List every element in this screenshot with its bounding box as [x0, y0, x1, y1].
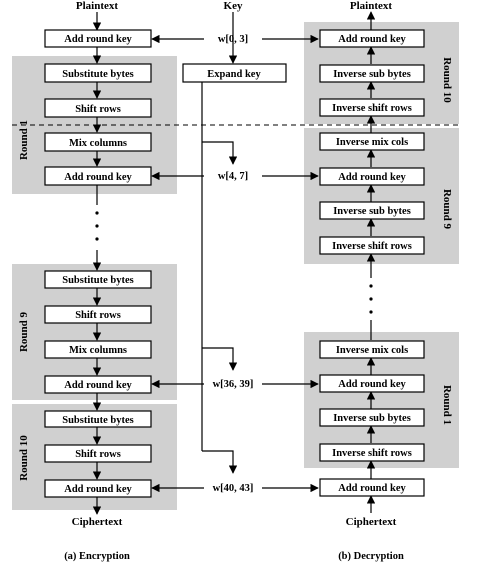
svg-text:Substitute bytes: Substitute bytes [62, 69, 133, 80]
svg-text:Mix columns: Mix columns [69, 138, 127, 149]
dec-r9-inverse-mix-cols-box: Inverse mix cols [319, 132, 425, 151]
key-label: Key [224, 0, 243, 12]
dec-plaintext-label: Plaintext [350, 0, 392, 12]
enc-round10-label: Round 10 [18, 435, 30, 481]
enc-r9-shift-rows-box: Shift rows [44, 305, 152, 324]
svg-text:Inverse shift rows: Inverse shift rows [332, 241, 412, 252]
svg-text:Add round key: Add round key [64, 172, 132, 183]
encryption-caption: (a) Encryption [64, 551, 130, 562]
key-word-label: w[36, 39] [213, 379, 254, 390]
enc-r10-add-round-key-box: Add round key [44, 479, 152, 498]
enc-r1-shift-rows-box: Shift rows [44, 98, 152, 118]
svg-text:Substitute bytes: Substitute bytes [62, 275, 133, 286]
svg-text:Add round key: Add round key [338, 379, 406, 390]
svg-text:Add round key: Add round key [338, 483, 406, 494]
svg-text:Mix columns: Mix columns [69, 345, 127, 356]
svg-text:Add round key: Add round key [64, 380, 132, 391]
svg-text:Shift rows: Shift rows [75, 449, 121, 460]
svg-text:Add round key: Add round key [338, 172, 406, 183]
dec-ciphertext-label: Ciphertext [346, 516, 397, 528]
enc-r10-shift-rows-box: Shift rows [44, 444, 152, 463]
svg-text:Add round key: Add round key [338, 34, 406, 45]
dec-r9-add-round-key-box: Add round key [319, 167, 425, 186]
key-word-label: w[40, 43] [213, 483, 254, 494]
decryption-column: Add round key Inverse sub bytes Inverse … [319, 29, 425, 497]
dec-initial-add-round-key-box: Add round key [319, 478, 425, 497]
enc-r1-add-round-key-box: Add round key [44, 166, 152, 186]
svg-text:Inverse mix cols: Inverse mix cols [336, 345, 408, 356]
decryption-caption: (b) Decryption [338, 551, 404, 562]
svg-text:Shift rows: Shift rows [75, 104, 121, 115]
dec-round10-label: Round 10 [441, 57, 453, 103]
enc-initial-add-round-key-box: Add round key [44, 29, 152, 48]
svg-text:Inverse sub bytes: Inverse sub bytes [333, 413, 411, 424]
dec-round1-label: Round 1 [441, 385, 453, 425]
svg-text:Inverse sub bytes: Inverse sub bytes [333, 69, 411, 80]
key-word-label: w[4, 7] [218, 171, 248, 182]
dec-r10-add-round-key-box: Add round key [319, 29, 425, 48]
expand-key-box: Expand key [182, 63, 287, 83]
svg-text:Expand key: Expand key [207, 69, 261, 80]
dec-r9-inverse-sub-bytes-box: Inverse sub bytes [319, 201, 425, 220]
enc-r9-add-round-key-box: Add round key [44, 375, 152, 394]
enc-plaintext-label: Plaintext [76, 0, 118, 12]
enc-r1-mix-columns-box: Mix columns [44, 132, 152, 152]
dec-round9-label: Round 9 [441, 189, 453, 230]
svg-text:Add round key: Add round key [64, 34, 132, 45]
enc-r10-substitute-bytes-box: Substitute bytes [44, 410, 152, 428]
dec-r1-inverse-sub-bytes-box: Inverse sub bytes [319, 408, 425, 427]
svg-text:Inverse mix cols: Inverse mix cols [336, 137, 408, 148]
dec-r1-inverse-shift-rows-box: Inverse shift rows [319, 443, 425, 462]
svg-text:Inverse shift rows: Inverse shift rows [332, 448, 412, 459]
svg-text:Inverse sub bytes: Inverse sub bytes [333, 206, 411, 217]
encryption-column: Add round key Substitute bytes Shift row… [44, 29, 152, 498]
enc-round1-label: Round 1 [18, 120, 30, 160]
key-word-label: w[0, 3] [218, 34, 248, 45]
dec-r9-inverse-shift-rows-box: Inverse shift rows [319, 236, 425, 255]
dec-r10-inverse-sub-bytes-box: Inverse sub bytes [319, 64, 425, 83]
dec-r10-inverse-shift-rows-box: Inverse shift rows [319, 98, 425, 117]
enc-r9-substitute-bytes-box: Substitute bytes [44, 270, 152, 289]
dec-r1-add-round-key-box: Add round key [319, 374, 425, 393]
enc-round9-label: Round 9 [18, 311, 30, 352]
enc-r9-mix-columns-box: Mix columns [44, 340, 152, 359]
svg-text:Substitute bytes: Substitute bytes [62, 415, 133, 426]
enc-r1-substitute-bytes-box: Substitute bytes [44, 63, 152, 83]
dec-r1-inverse-mix-cols-box: Inverse mix cols [319, 340, 425, 359]
svg-text:Add round key: Add round key [64, 484, 132, 495]
svg-text:Shift rows: Shift rows [75, 310, 121, 321]
enc-ciphertext-label: Ciphertext [72, 516, 123, 528]
svg-text:Inverse shift rows: Inverse shift rows [332, 103, 412, 114]
